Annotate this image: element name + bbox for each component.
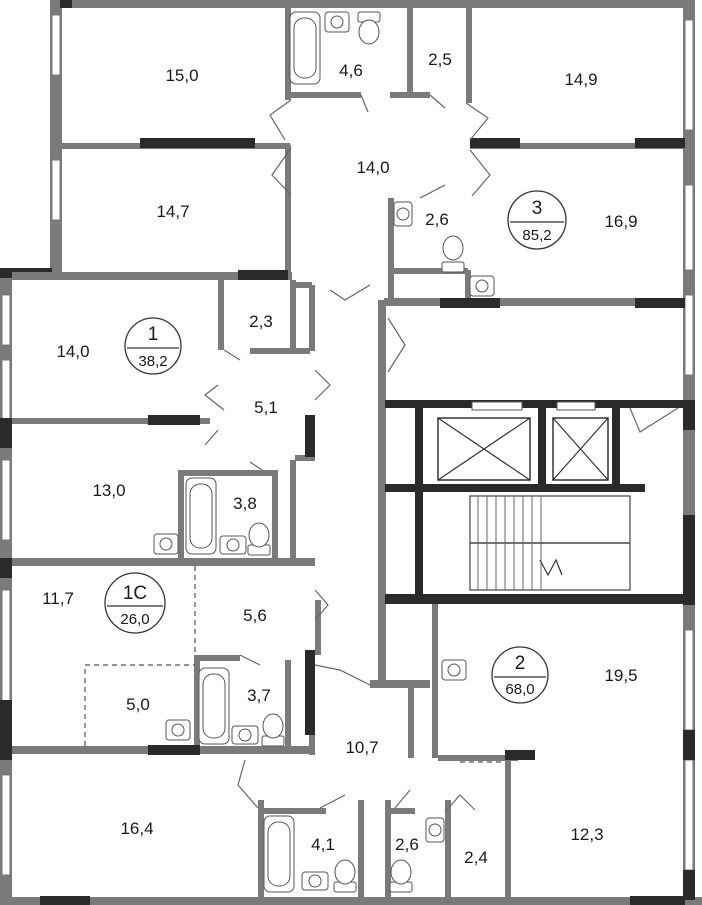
staircase xyxy=(469,495,631,591)
room-area: 3,8 xyxy=(233,494,257,513)
room-area: 4,6 xyxy=(339,61,363,80)
apartment-number: 1 xyxy=(148,324,159,345)
room-area: 14,0 xyxy=(56,342,89,361)
apartment-area: 85,2 xyxy=(522,227,551,244)
room-area: 13,0 xyxy=(92,481,125,500)
apartment-area: 38,2 xyxy=(138,353,167,370)
apartment-number: 1С xyxy=(123,583,147,604)
apartment-area: 68,0 xyxy=(505,681,534,698)
room-area: 3,7 xyxy=(247,686,271,705)
apartment-badge-3: 3 85,2 xyxy=(507,190,567,250)
apartment-area: 26,0 xyxy=(120,611,149,628)
apartment-badge-1: 1 38,2 xyxy=(124,317,182,375)
room-area: 5,6 xyxy=(243,606,267,625)
room-area: 2,5 xyxy=(428,50,452,69)
room-area: 4,1 xyxy=(311,835,335,854)
apartment-badge-1c: 1С 26,0 xyxy=(104,572,166,634)
room-area: 12,3 xyxy=(570,825,603,844)
room-area: 5,1 xyxy=(254,398,278,417)
room-area: 10,7 xyxy=(345,738,378,757)
apartment-number: 2 xyxy=(515,653,526,674)
interior-walls xyxy=(12,8,685,897)
room-area: 2,6 xyxy=(395,835,419,854)
door-swings xyxy=(204,94,679,813)
zone-borders xyxy=(84,566,505,763)
room-area: 19,5 xyxy=(604,666,637,685)
windows xyxy=(1,14,694,876)
sinks xyxy=(153,11,495,891)
apartment-badge-2: 2 68,0 xyxy=(491,646,549,704)
room-area: 14,7 xyxy=(156,202,189,221)
room-area: 14,9 xyxy=(564,70,597,89)
stair-arrow-icon xyxy=(539,558,563,577)
room-area: 15,0 xyxy=(165,66,198,85)
lift-shafts xyxy=(437,401,609,481)
bathtubs xyxy=(185,11,321,893)
room-area: 16,4 xyxy=(120,819,153,838)
room-area: 5,0 xyxy=(126,695,150,714)
room-area: 11,7 xyxy=(42,589,74,608)
toilets xyxy=(247,11,465,893)
room-labels: 15,0 4,6 2,5 14,9 14,0 14,7 2,6 16,9 14,… xyxy=(42,50,637,867)
room-area: 2,6 xyxy=(425,210,449,229)
room-area: 16,9 xyxy=(604,212,637,231)
room-area: 2,3 xyxy=(249,312,273,331)
room-area: 14,0 xyxy=(356,158,389,177)
apartment-number: 3 xyxy=(532,198,543,219)
room-area: 2,4 xyxy=(464,848,488,867)
